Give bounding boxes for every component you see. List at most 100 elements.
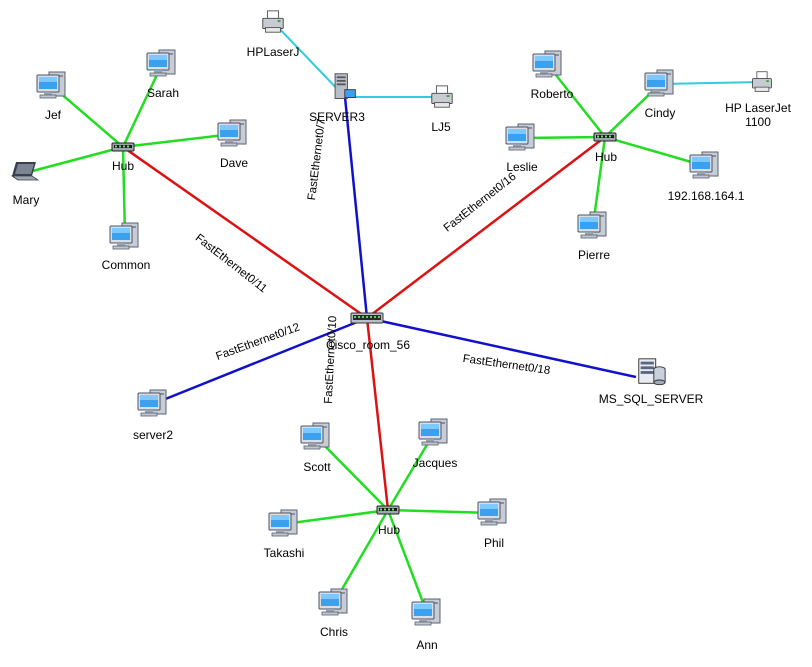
- hub-icon: [593, 132, 617, 142]
- printer-icon: [262, 10, 284, 33]
- hub-icon: [376, 505, 400, 515]
- node-server2[interactable]: server2: [133, 389, 173, 442]
- link-switch-server2: [152, 316, 368, 406]
- printer-icon: [431, 85, 453, 108]
- node-common[interactable]: Common: [102, 222, 151, 272]
- link-hub1-common: [121, 146, 127, 238]
- node-phil[interactable]: Phil: [477, 498, 507, 550]
- link-switch-hub3: [365, 317, 390, 511]
- link-hub3-takashi: [283, 508, 389, 526]
- node-label: Phil: [484, 536, 504, 550]
- node-label: Takashi: [264, 546, 305, 560]
- node-ip[interactable]: 192.168.164.1: [668, 151, 745, 203]
- node-leslie[interactable]: Leslie: [505, 123, 538, 174]
- node-hub3[interactable]: Hub: [376, 505, 400, 537]
- link-server3-hplaserj: [272, 21, 346, 98]
- link-hub1-dave: [122, 132, 234, 149]
- node-label: Chris: [320, 625, 348, 639]
- node-ann[interactable]: Ann: [411, 598, 441, 652]
- printer-icon: [752, 71, 772, 92]
- computer-icon: [268, 509, 298, 537]
- port-label: FastEthernet0/7: [306, 118, 328, 201]
- node-label: Dave: [220, 156, 248, 170]
- node-label: Roberto: [531, 87, 574, 101]
- node-cindy[interactable]: Cindy: [644, 69, 676, 120]
- link-switch-hub1: [122, 145, 368, 320]
- computer-icon: [689, 151, 719, 179]
- node-label: Cisco_room_56: [326, 338, 410, 352]
- node-chris[interactable]: Chris: [318, 588, 348, 639]
- link-hub2-pierre: [591, 136, 607, 227]
- link-hub3-scott: [315, 436, 389, 511]
- node-takashi[interactable]: Takashi: [264, 509, 305, 560]
- computer-icon: [477, 498, 507, 526]
- node-label: MS_SQL_SERVER: [599, 392, 704, 406]
- node-sarah[interactable]: Sarah: [146, 49, 179, 100]
- node-server3[interactable]: SERVER3: [309, 73, 365, 124]
- computer-icon: [36, 71, 66, 99]
- link-hub2-roberto: [547, 64, 606, 138]
- link-cindy-hplaserjet1100: [659, 81, 763, 85]
- links-layer: [24, 21, 763, 614]
- port-label: FastEthernet0/16: [442, 171, 519, 235]
- node-label: Scott: [303, 460, 331, 474]
- node-mssql[interactable]: MS_SQL_SERVER: [599, 358, 704, 406]
- node-mary[interactable]: Mary: [11, 161, 40, 207]
- computer-icon: [109, 222, 139, 250]
- computer-icon: [217, 119, 247, 147]
- link-hub2-ip: [604, 135, 706, 168]
- node-hub1[interactable]: Hub: [111, 142, 135, 173]
- node-label: Hub: [112, 159, 134, 173]
- node-jef[interactable]: Jef: [36, 71, 66, 122]
- node-label: Ann: [416, 638, 437, 652]
- node-scott[interactable]: Scott: [300, 422, 331, 474]
- node-dave[interactable]: Dave: [217, 119, 248, 170]
- node-roberto[interactable]: Roberto: [531, 50, 574, 101]
- node-label: Mary: [13, 193, 40, 207]
- computer-icon: [411, 598, 441, 626]
- node-hplaserj[interactable]: HPLaserJ: [247, 10, 300, 59]
- node-hub2[interactable]: Hub: [593, 132, 617, 164]
- node-lj5[interactable]: LJ5: [431, 85, 453, 134]
- computer-icon: [418, 418, 448, 446]
- node-label: SERVER3: [309, 110, 365, 124]
- computer-icon: [505, 123, 535, 151]
- link-hub1-sarah: [121, 63, 164, 148]
- link-switch-server3: [343, 96, 369, 319]
- computer-icon: [532, 50, 562, 78]
- link-hub3-ann: [386, 509, 429, 614]
- computer-icon: [146, 49, 176, 77]
- link-hub3-chris: [332, 509, 390, 604]
- computer-icon: [300, 422, 330, 450]
- node-label: Jacques: [413, 456, 458, 470]
- node-label: Pierre: [578, 248, 610, 262]
- node-jacques[interactable]: Jacques: [413, 418, 458, 470]
- link-switch-hub2: [366, 136, 606, 319]
- node-label: Cindy: [645, 106, 676, 120]
- node-label: server2: [133, 428, 173, 442]
- computer-icon: [644, 69, 674, 97]
- nodes-layer: Cisco_room_56HubHubHubSERVER3HPLaserJLJ5…: [11, 10, 792, 652]
- node-label: 192.168.164.1: [668, 189, 745, 203]
- node-label: LJ5: [431, 120, 451, 134]
- node-label: Hub: [378, 523, 400, 537]
- node-label: Jef: [45, 108, 62, 122]
- computer-icon: [577, 211, 607, 239]
- port-label: FastEthernet0/12: [214, 321, 301, 362]
- switch-icon: [350, 312, 384, 324]
- link-hub2-leslie: [520, 135, 606, 140]
- link-switch-mssql: [366, 316, 637, 379]
- node-label: HPLaserJ: [247, 45, 300, 59]
- computer-icon: [137, 389, 167, 417]
- database-server-icon: [638, 358, 666, 386]
- link-hub3-phil: [387, 508, 494, 515]
- node-label: Hub: [595, 150, 617, 164]
- node-pierre[interactable]: Pierre: [577, 211, 610, 262]
- node-label: Common: [102, 258, 151, 272]
- link-hub1-mary: [24, 145, 124, 175]
- node-switch[interactable]: Cisco_room_56: [326, 312, 410, 352]
- hub-icon: [111, 142, 135, 152]
